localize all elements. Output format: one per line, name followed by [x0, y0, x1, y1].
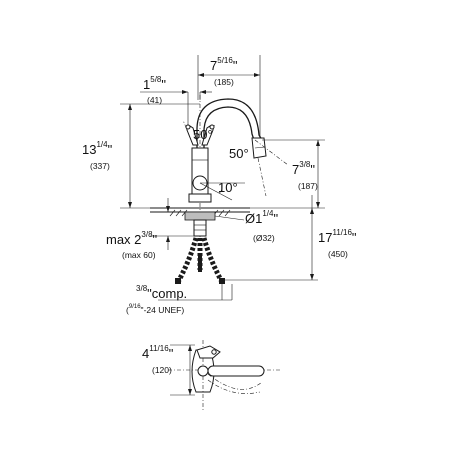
height-total-inch: 13 — [82, 142, 97, 157]
comp-text: "comp. — [147, 286, 188, 301]
height-spout-den: 8 — [305, 160, 311, 169]
width-main-mm: (185) — [214, 77, 234, 87]
height-spout-mm: (187) — [298, 181, 318, 191]
faucet-elevation — [150, 95, 289, 300]
top-width-den: 16 — [159, 344, 169, 353]
top-width-num: 11 — [149, 344, 158, 353]
height-total-label: 131/4" — [82, 140, 113, 157]
handle-angle-label: 50° — [193, 127, 213, 142]
spout-angle-label: 50° — [229, 146, 249, 161]
width-left-mm: (41) — [147, 95, 163, 105]
top-width-mm: (120) — [152, 365, 172, 375]
hole-num: 1 — [262, 209, 267, 218]
height-spout-inch: 7 — [292, 162, 300, 177]
width-main-unit: " — [232, 58, 238, 73]
hole-frac: 1/4 — [262, 209, 274, 218]
height-hose-den: 16 — [343, 228, 352, 237]
height-hose-frac: 11/16 — [332, 228, 352, 237]
height-total-den: 4 — [103, 140, 108, 149]
top-width-label: 411/16" — [142, 344, 174, 361]
comp-label: 3/8"comp. — [136, 284, 188, 301]
height-total-unit: " — [107, 142, 113, 157]
width-left-inch: 1 — [143, 77, 151, 92]
top-width-unit: " — [168, 346, 174, 361]
comp-frac: 3/8 — [136, 284, 148, 293]
hole-diameter-label: Ø11/4" — [245, 209, 279, 226]
height-total-num: 1 — [96, 140, 101, 149]
width-main-label: 75/16" — [210, 56, 238, 73]
thread-label: (9/16"-24 UNEF) — [126, 304, 185, 315]
width-main-den: 16 — [223, 56, 233, 65]
height-spout-label: 73/8" — [292, 160, 315, 177]
height-hose-label: 1711/16" — [318, 228, 357, 245]
hole-unit: " — [273, 211, 279, 226]
hole-den: 4 — [269, 209, 274, 218]
dimension-lines — [120, 55, 325, 301]
max-prefix: max 2 — [106, 232, 142, 247]
comp-num: 3 — [136, 284, 141, 293]
max-thickness-mm: (max 60) — [122, 250, 156, 260]
height-hose-num: 11 — [332, 228, 341, 237]
tilt-angle-label: 10° — [218, 180, 238, 195]
height-spout-num: 3 — [299, 160, 304, 169]
width-left-frac: 5/8 — [150, 75, 162, 84]
height-hose-inch: 17 — [318, 230, 333, 245]
hole-prefix: Ø1 — [245, 211, 263, 226]
thread-den: 16 — [133, 304, 141, 310]
thread-open: ( — [126, 305, 129, 315]
thread-num: 9 — [128, 304, 133, 310]
max-den: 8 — [148, 230, 153, 239]
height-spout-frac: 3/8 — [299, 160, 311, 169]
hole-diameter-mm: (Ø32) — [253, 233, 275, 243]
top-width-frac: 11/16 — [149, 344, 169, 353]
thread-frac: 9/16 — [128, 304, 141, 310]
width-main-num: 5 — [217, 56, 222, 65]
height-total-mm: (337) — [90, 161, 110, 171]
max-unit: " — [152, 232, 158, 247]
thread-text: "-24 UNEF) — [140, 305, 185, 315]
width-main-frac: 5/16 — [217, 56, 233, 65]
max-num: 3 — [141, 230, 146, 239]
width-left-num: 5 — [150, 75, 155, 84]
height-spout-unit: " — [310, 162, 315, 177]
max-frac: 3/8 — [141, 230, 153, 239]
height-hose-unit: " — [351, 230, 357, 245]
width-left-den: 8 — [156, 75, 162, 84]
max-thickness-label: max 23/8" — [106, 230, 158, 247]
top-width-inch: 4 — [142, 346, 150, 361]
width-main-inch: 7 — [210, 58, 218, 73]
width-left-unit: " — [161, 77, 166, 92]
comp-den: 8 — [142, 284, 148, 293]
height-total-frac: 1/4 — [96, 140, 108, 149]
width-left-label: 15/8" — [143, 75, 166, 92]
faucet-top-view — [168, 340, 280, 410]
height-hose-mm: (450) — [328, 249, 348, 259]
